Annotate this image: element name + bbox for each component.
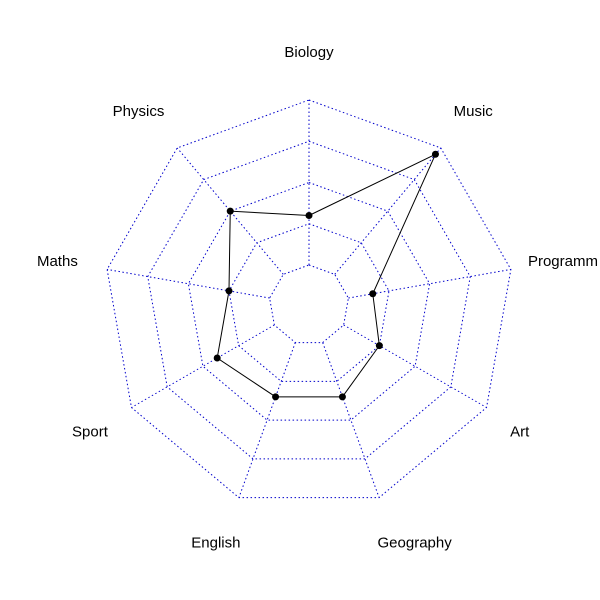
spoke-physics (176, 147, 284, 275)
data-point-music (431, 150, 439, 158)
radar-grid (106, 99, 512, 499)
axis-label-english: English (191, 535, 240, 552)
data-point-sport (213, 354, 221, 362)
data-point-physics (226, 207, 234, 215)
data-point-biology (305, 212, 313, 219)
spoke-english (238, 342, 296, 498)
radar-series (213, 150, 439, 401)
axis-label-biology: Biology (284, 44, 334, 61)
axis-label-music: Music (454, 103, 494, 120)
spoke-sport (131, 324, 275, 408)
data-point-programm (369, 290, 377, 298)
spoke-programm (348, 268, 511, 299)
data-point-maths (225, 287, 233, 295)
data-point-art (375, 342, 383, 350)
data-point-english (272, 393, 280, 401)
grid-ring-2 (228, 223, 390, 382)
axis-label-art: Art (510, 424, 530, 441)
axis-label-programm: Programm (528, 253, 598, 270)
spoke-music (334, 147, 442, 275)
spoke-maths (107, 268, 270, 299)
grid-ring-1 (269, 264, 349, 344)
grid-ring-4 (147, 140, 471, 460)
spoke-art (343, 324, 487, 408)
axis-label-physics: Physics (113, 103, 165, 120)
spoke-geography (322, 342, 380, 498)
axis-label-sport: Sport (72, 424, 109, 441)
axis-label-geography: Geography (378, 535, 453, 552)
axis-label-maths: Maths (37, 253, 78, 270)
data-point-geography (338, 393, 346, 401)
series-line (216, 153, 437, 398)
radar-spokes (107, 100, 511, 498)
grid-ring-3 (187, 181, 431, 421)
